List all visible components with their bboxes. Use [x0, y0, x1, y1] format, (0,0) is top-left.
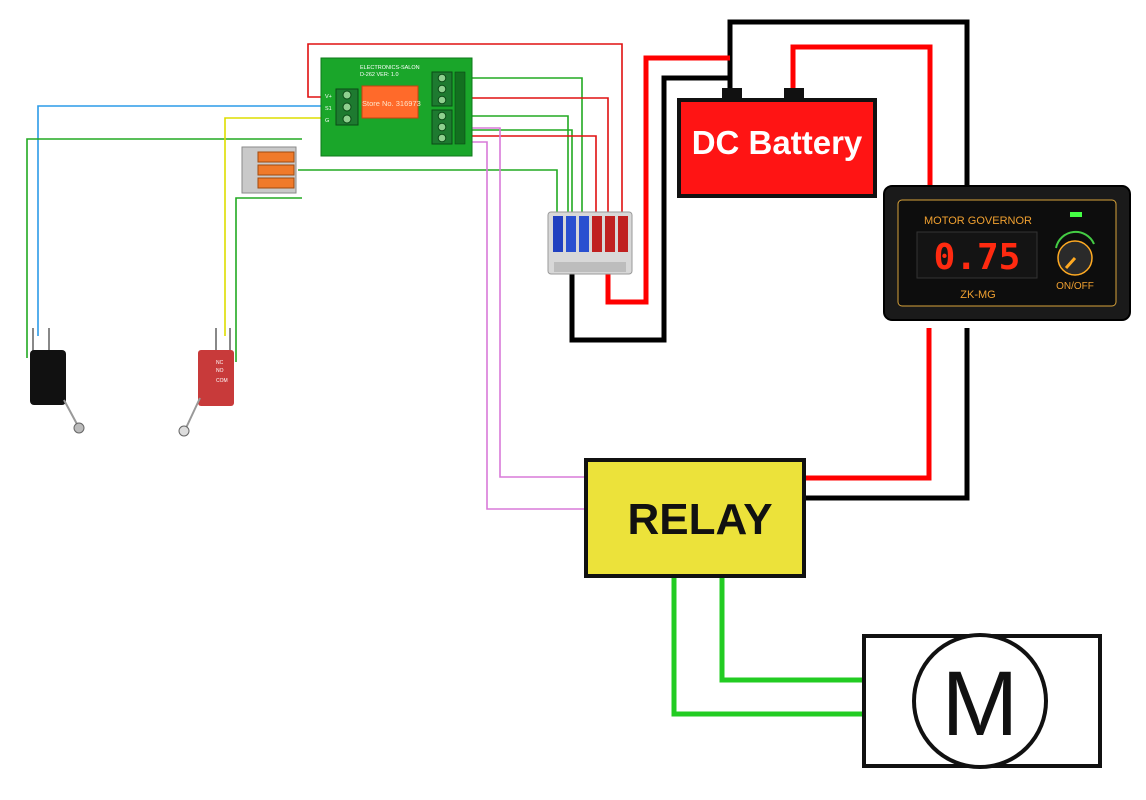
wire-black-governor-relay	[806, 328, 970, 501]
microswitch-black	[30, 328, 85, 434]
wire-thin-green-wago	[298, 169, 558, 220]
microswitch-black-body	[30, 350, 66, 405]
wire-thin-green-left	[26, 138, 302, 358]
wire-thin-yellow	[224, 117, 328, 336]
relay-board: ELECTRONICS-SALON D-262 VER: 1.0 Store N…	[320, 57, 473, 157]
wire-thin-green-out3	[466, 129, 573, 220]
governor-title: MOTOR GOVERNOR	[924, 215, 1032, 227]
relay-body	[584, 458, 806, 578]
microswitch-red: NC NO COM	[178, 328, 234, 437]
term-s1-label: S1	[325, 106, 332, 112]
microswitch-red-body	[198, 350, 234, 406]
wire-thin-pink-1	[466, 127, 584, 478]
signal-wires	[26, 43, 623, 510]
wire-black-battery-governor	[727, 19, 970, 188]
wire-thin-green-out1	[466, 77, 583, 220]
switch-com-label: COM	[216, 378, 228, 384]
wire-thin-red-1	[307, 43, 623, 220]
wire-green-relay-motor-2	[719, 578, 864, 683]
relay-box: RELAY	[584, 458, 806, 578]
relay-label: RELAY	[627, 495, 772, 544]
wire-thin-blue	[37, 105, 324, 336]
board-store: Store No. 316973	[362, 99, 421, 108]
battery-body	[677, 98, 877, 198]
wire-red-battery-terminal	[605, 55, 730, 305]
wago-connector	[241, 146, 297, 194]
term-g-label: G	[325, 118, 329, 124]
motor-symbol-circle	[912, 633, 1048, 769]
wire-thin-green-out2	[466, 115, 569, 220]
switch-nc-label: NC	[216, 360, 224, 366]
wire-black-battery-terminal	[569, 75, 728, 343]
governor-display-value: 0.75	[934, 237, 1021, 278]
governor-switch-label: ON/OFF	[1056, 281, 1094, 292]
governor-model: ZK-MG	[960, 289, 995, 301]
battery-label: DC Battery	[692, 124, 863, 161]
wire-thin-red-out2	[466, 135, 597, 220]
terminal-block	[547, 211, 633, 275]
wire-green-relay-motor-1	[671, 578, 864, 717]
board-model: D-262 VER: 1.0	[360, 72, 399, 78]
battery-terminal-neg	[722, 88, 742, 101]
wire-red-battery-governor	[790, 44, 933, 198]
governor-led	[1070, 212, 1082, 217]
wire-thin-green-mid	[235, 197, 302, 362]
battery-terminal-pos	[784, 88, 804, 101]
wire-red-governor-relay	[806, 328, 932, 481]
wire-thin-red-out1	[466, 97, 609, 220]
board-brand: ELECTRONICS-SALON	[360, 65, 420, 71]
motor-governor: MOTOR GOVERNOR 0.75 ZK-MG ON/OFF	[883, 185, 1131, 321]
motor-label: M	[942, 653, 1019, 755]
dc-battery: DC Battery	[677, 88, 877, 198]
switch-no-label: NO	[216, 368, 224, 374]
wire-thin-pink-2	[466, 141, 584, 510]
board-relay	[361, 85, 419, 119]
term-v-label: V+	[325, 94, 332, 100]
governor-display	[916, 231, 1038, 279]
main-wires	[569, 19, 970, 717]
motor: M	[862, 633, 1102, 769]
